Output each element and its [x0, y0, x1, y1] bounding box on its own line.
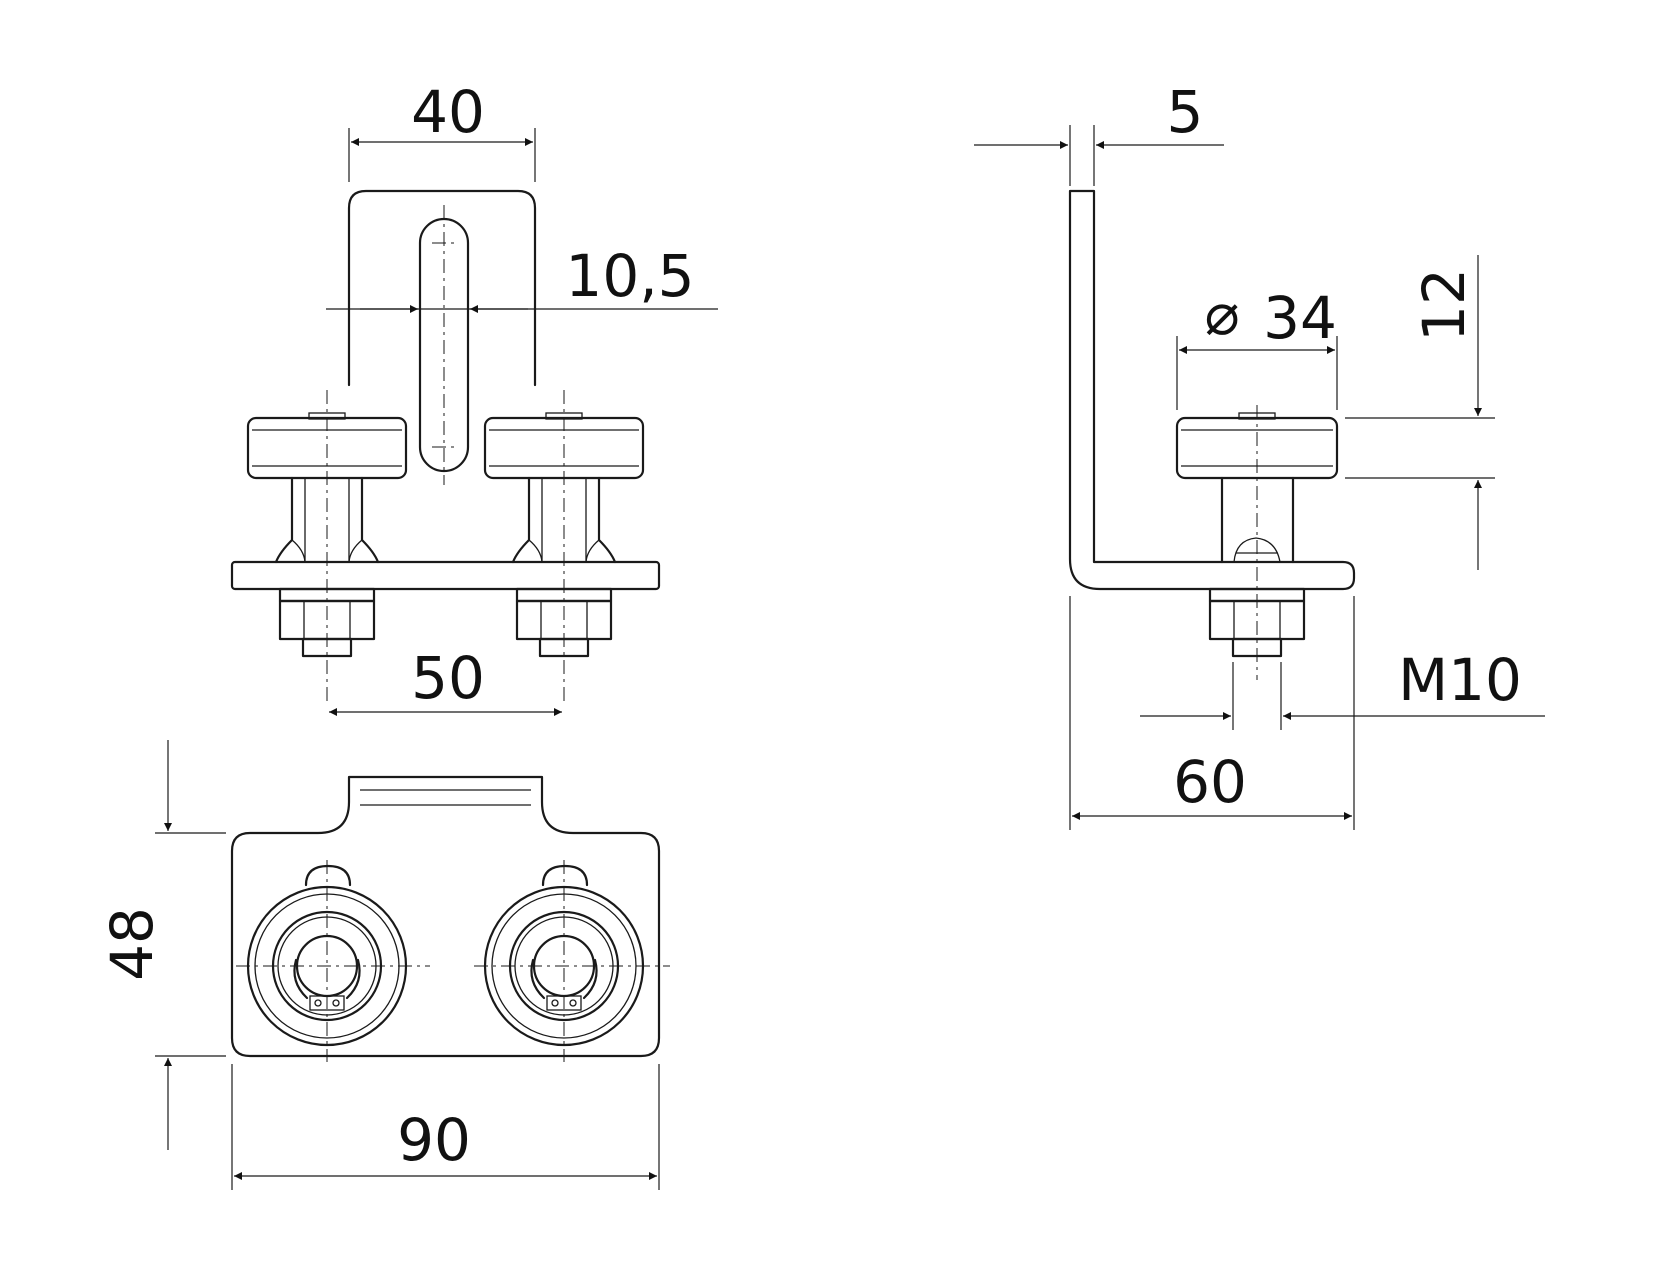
depth-label: 60	[1173, 748, 1247, 816]
dimension-slot-width: 10,5	[326, 242, 718, 313]
wheel-diameter-label: 34	[1263, 284, 1337, 352]
top-view	[230, 775, 670, 1062]
front-view	[230, 189, 661, 705]
plate-thickness-label: 5	[1167, 78, 1204, 146]
wheel-height-label: 12	[1410, 268, 1478, 342]
wheel-spacing-label: 50	[411, 644, 485, 712]
thread-label: M10	[1398, 646, 1522, 714]
dimension-width: 90	[231, 1064, 660, 1190]
height-label: 48	[98, 907, 166, 981]
dimension-wheel-height: 12	[1345, 255, 1495, 570]
dimension-depth: 60	[1069, 596, 1355, 830]
side-view	[1068, 189, 1356, 680]
width-label: 90	[397, 1106, 471, 1174]
slot-width-label: 10,5	[565, 242, 694, 310]
dimension-thread: M10	[1140, 646, 1545, 730]
dimension-height: 48	[98, 740, 226, 1150]
dimension-plate-thickness: 5	[974, 78, 1224, 186]
top-width-label: 40	[411, 78, 485, 146]
wheel-diameter-symbol: ⌀	[1205, 280, 1240, 348]
dimension-wheel-diameter: ⌀ 34	[1176, 280, 1338, 410]
dimension-wheel-spacing: 50	[329, 644, 562, 716]
dimension-top-width: 40	[348, 78, 536, 182]
